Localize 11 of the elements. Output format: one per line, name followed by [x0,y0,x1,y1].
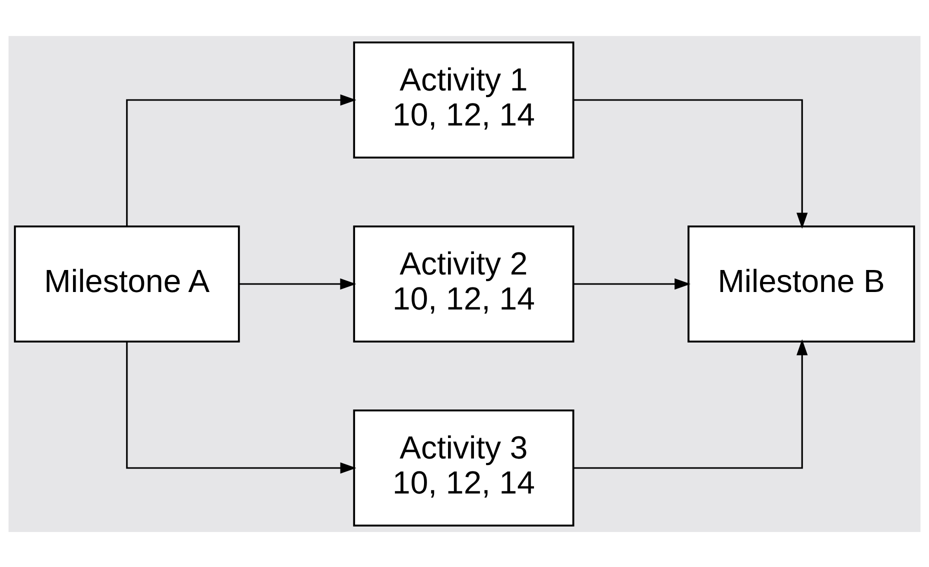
node-box: Milestone B [688,224,916,342]
arrow [126,341,356,474]
arrow [574,98,808,228]
node-box: Activity 1 10, 12, 14 [353,40,574,158]
arrow [239,278,356,290]
node-box: Activity 3 10, 12, 14 [353,408,574,526]
arrow [574,338,808,468]
node-box: Activity 2 10, 12, 14 [353,224,574,342]
arrow [573,278,691,290]
node-box: Milestone A [14,224,240,342]
arrow [126,94,356,226]
